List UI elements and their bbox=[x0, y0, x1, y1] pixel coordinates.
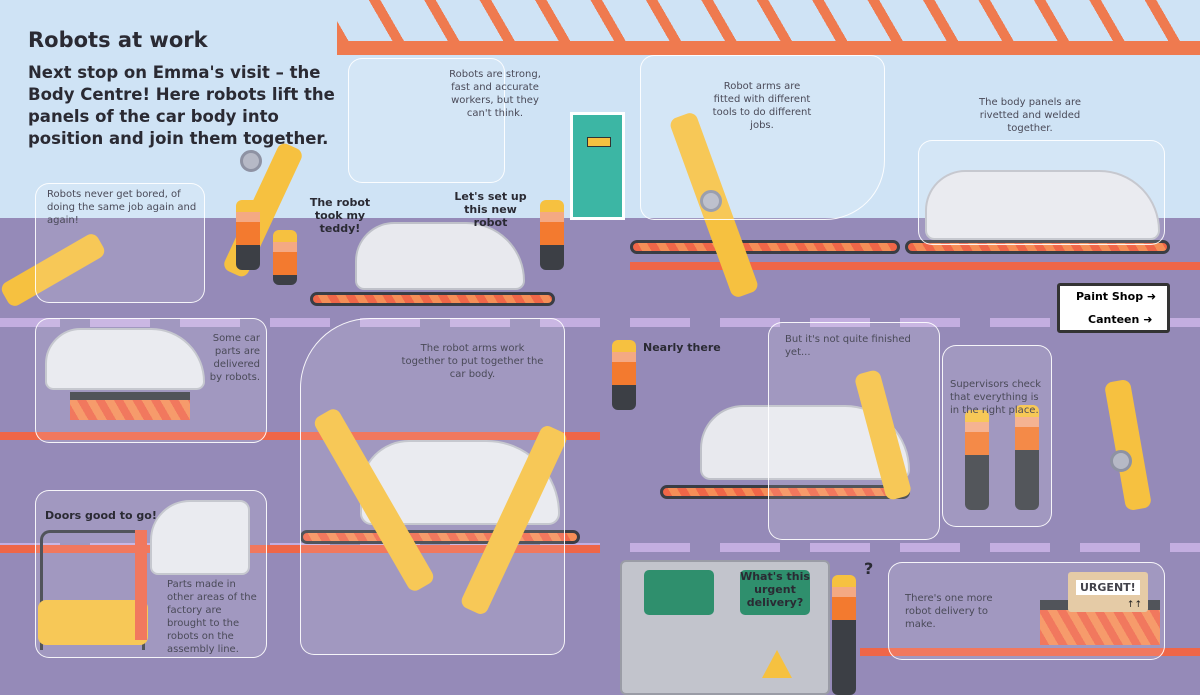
question-mark: ? bbox=[864, 559, 874, 578]
screen bbox=[644, 570, 714, 615]
arrow-right-icon: ➜ bbox=[1146, 290, 1157, 303]
speech-teddy: The robot took my teddy! bbox=[309, 196, 371, 235]
floor-line bbox=[860, 648, 1200, 656]
flap-text: Supervisors check that everything is in … bbox=[950, 379, 1042, 416]
flap-delivery[interactable] bbox=[888, 562, 1165, 660]
flap-text: Parts made in other areas of the factory… bbox=[167, 579, 257, 655]
speech-urgent: What's this urgent delivery? bbox=[740, 570, 810, 609]
flap-delivered[interactable] bbox=[35, 318, 267, 443]
conveyor-belt bbox=[630, 240, 900, 254]
arrow-right-icon: ➜ bbox=[1143, 313, 1153, 326]
exit-sign-icon bbox=[587, 137, 611, 147]
robot-arm bbox=[1103, 378, 1153, 512]
flap-text: The body panels are rivetted and welded … bbox=[979, 97, 1081, 134]
screen bbox=[740, 570, 810, 615]
page-title: Robots at work bbox=[28, 28, 208, 52]
speech-doors: Doors good to go! bbox=[45, 509, 157, 522]
car-doors bbox=[150, 500, 250, 575]
sign-paint-shop: Paint Shop ➜ bbox=[1076, 290, 1156, 303]
supervisor bbox=[965, 410, 989, 510]
supervisor bbox=[1015, 405, 1039, 510]
speech-setup: Let's set up this new robot bbox=[454, 190, 527, 229]
overhead-gantry bbox=[337, 0, 1200, 55]
floor-line bbox=[630, 262, 1200, 270]
control-panel bbox=[620, 560, 830, 695]
sign-label: Canteen bbox=[1088, 313, 1140, 326]
lane-markings bbox=[0, 543, 1200, 552]
flap-parts[interactable] bbox=[35, 490, 267, 658]
sign-label: Paint Shop bbox=[1076, 290, 1144, 303]
robot-joint bbox=[240, 150, 262, 172]
flap-text: The robot arms work together to put toge… bbox=[401, 343, 544, 380]
conveyor-belt bbox=[905, 240, 1170, 254]
urgent-box: URGENT! ↑↑ bbox=[1068, 572, 1148, 612]
flap-finished[interactable] bbox=[768, 322, 940, 540]
flap-strong[interactable] bbox=[348, 58, 505, 183]
flap-text: Robot arms are fitted with different too… bbox=[712, 81, 812, 131]
urgent-label: URGENT! bbox=[1076, 580, 1140, 595]
flap-together[interactable] bbox=[300, 318, 565, 655]
car-body bbox=[925, 170, 1160, 240]
worker bbox=[612, 340, 636, 410]
intro-text: Next stop on Emma's visit – the Body Cen… bbox=[28, 63, 335, 148]
flap-tools[interactable] bbox=[640, 55, 885, 220]
emma bbox=[273, 230, 297, 285]
lane-markings bbox=[0, 318, 1200, 327]
forklift bbox=[38, 600, 148, 645]
robot-joint bbox=[1110, 450, 1132, 472]
flap-text: There's one more robot delivery to make. bbox=[905, 593, 993, 630]
this-way-up-icon: ↑↑ bbox=[1126, 600, 1142, 610]
conveyor-belt bbox=[310, 292, 555, 306]
exit-door bbox=[570, 112, 625, 220]
worker bbox=[540, 200, 564, 270]
car-body bbox=[45, 328, 205, 390]
forklift-mast bbox=[135, 530, 147, 640]
flap-rivetted[interactable] bbox=[918, 140, 1165, 245]
direction-sign: Paint Shop ➜ Canteen ➜ bbox=[1057, 283, 1170, 333]
flap-text: But it's not quite finished yet... bbox=[785, 334, 911, 358]
worker bbox=[832, 575, 856, 695]
car-body bbox=[355, 222, 525, 290]
flap-text: Robots never get bored, of doing the sam… bbox=[47, 189, 197, 226]
delivery-robot-cart bbox=[70, 392, 190, 420]
flap-supervisors[interactable] bbox=[942, 345, 1052, 527]
worker bbox=[236, 200, 260, 270]
robot-joint bbox=[700, 190, 722, 212]
warning-icon bbox=[762, 650, 792, 678]
flap-bored[interactable] bbox=[35, 183, 205, 303]
flap-text: Some car parts are delivered by robots. bbox=[209, 333, 260, 383]
speech-nearly: Nearly there bbox=[643, 341, 721, 354]
sign-canteen: Canteen ➜ bbox=[1088, 313, 1152, 326]
flap-text: Robots are strong, fast and accurate wor… bbox=[449, 69, 541, 119]
